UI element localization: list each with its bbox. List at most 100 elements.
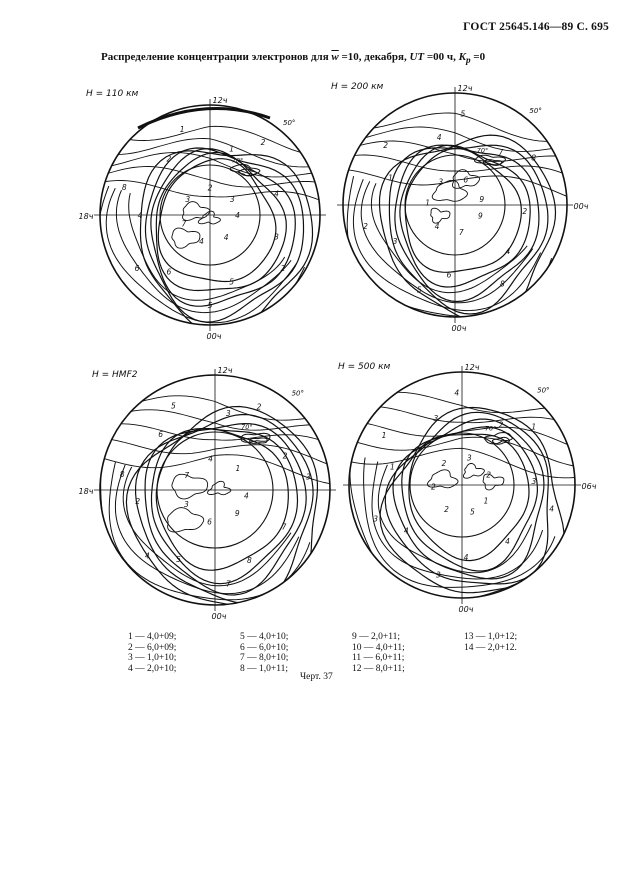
contour-index-label: 2 [261,138,266,147]
contour-index-label: 7 [282,522,287,531]
contour-line [349,453,566,598]
contour-line [451,169,480,189]
contour-index-label: 2 [363,222,368,231]
contour-line [100,454,330,485]
legend-item: 2 — 6,0+09; [128,642,177,653]
legend-column-4: 13 — 1,0+12; 14 — 2,0+12. [464,632,517,653]
contour-index-label: 1 [390,463,395,472]
contour-index-label: 4 [199,237,204,246]
contour-line [100,409,330,431]
title-w-symbol: w [331,51,339,63]
contour-line [426,469,459,489]
contour-index-label: 2 [257,403,262,412]
contour-index-label: 5 [171,401,176,410]
contour-index-label: 1 [531,422,536,431]
contour-index-label: 2 [383,141,388,150]
time-label-bottom: 00ч [212,612,227,621]
contour-line [105,187,298,324]
contour-line [343,112,567,142]
legend-item: 10 — 4,0+11; [352,642,405,653]
time-label-top: 12ч [213,96,228,105]
contour-index-label: 2 [522,207,527,216]
contour-index-label: 3 [230,195,235,204]
contour-index-label: 8 [122,183,127,192]
contour-index-label: 1 [484,496,489,505]
legend-item: 4 — 2,0+10; [128,663,177,674]
contour-line [144,147,305,323]
contour-index-label: 1 [229,144,234,153]
latitude-label-70: 70° [241,423,253,431]
contour-index-label: 4 [145,552,150,561]
contour-line [155,428,289,571]
contour-index-label: 1 [425,199,430,208]
contour-index-label: 2 [281,264,286,273]
contour-line [360,181,534,304]
contour-index-label: 3 [393,237,398,246]
contour-line [150,427,299,585]
latitude-label-70: 70° [232,157,244,165]
title-ut-symbol: UT [409,51,425,63]
contour-index-label: 5 [208,301,213,310]
contour-index-label: 6 [166,268,171,277]
contour-line [100,437,330,466]
contour-line [371,461,544,580]
contour-index-label: 7 [498,148,503,157]
heavy-contour-arc [137,107,271,130]
legend-item: 3 — 1,0+10; [128,653,177,663]
contour-index-label: 5 [470,508,475,517]
contour-line [482,473,505,491]
legend-item: 1 — 4,0+09; [128,632,177,642]
contour-index-label: 9 [235,509,240,518]
contour-index-label: 4 [506,247,511,256]
legend-item: 13 — 1,0+12; [464,632,518,642]
contour-line [122,466,292,587]
contour-index-label: 4 [404,527,409,536]
contour-line [157,158,277,283]
contour-index-label: 2 [135,497,140,506]
contour-index-label: 5 [460,109,465,118]
contour-line [144,422,307,596]
contour-index-label: 2 [431,483,436,492]
contour-index-label: 2 [208,184,213,193]
figure-caption: Черт. 37 [300,672,333,682]
contour-index-label: 2 [486,471,491,480]
latitude-label-50: 50° [537,386,549,394]
contour-index-label: 5 [176,555,181,564]
contour-index-label: 6 [447,271,452,280]
contour-line [408,433,530,562]
contour-index-label: 3 [306,473,311,482]
contour-line [370,183,528,294]
contour-index-label: 3 [184,500,189,509]
contour-index-label: 8 [531,154,536,163]
plot-label-200: H = 200 км [331,82,384,92]
contour-index-label: 9 [479,195,484,204]
contour-index-label: 7 [459,228,464,237]
contour-line [394,144,540,303]
title-prefix: Распределение концентрации электронов дл… [101,51,332,63]
latitude-label-70: 70° [485,424,497,432]
contour-line [343,126,567,152]
contour-line [349,420,575,449]
time-label-top: 12ч [458,84,473,93]
contour-index-label: 4 [437,133,442,142]
time-label-bottom: 00ч [459,605,474,614]
legend-column-3: 9 — 2,0+11; 10 — 4,0+11; 11 — 6,0+11; 12… [352,632,405,674]
contour-line [343,168,567,197]
legend-column-1: 1 — 4,0+09; 2 — 6,0+09; 3 — 1,0+10; 4 — … [128,632,176,674]
contour-index-label: 2 [283,452,288,461]
contour-index-label: 4 [464,553,469,562]
contour-line [171,227,201,249]
contour-index-label: 7 [226,579,231,588]
contour-line [431,179,468,202]
contour-line [474,154,506,166]
legend-item: 14 — 2,0+12. [464,642,517,653]
contour-index-label: 3 [185,195,190,204]
contour-line [349,447,575,479]
latitude-label-50: 50° [292,390,304,398]
contour-line [492,436,510,445]
contour-index-label: 1 [235,464,240,473]
time-label-bottom: 00ч [452,324,467,333]
contour-index-label: 4 [274,189,279,198]
contour-index-label: 4 [505,537,510,546]
